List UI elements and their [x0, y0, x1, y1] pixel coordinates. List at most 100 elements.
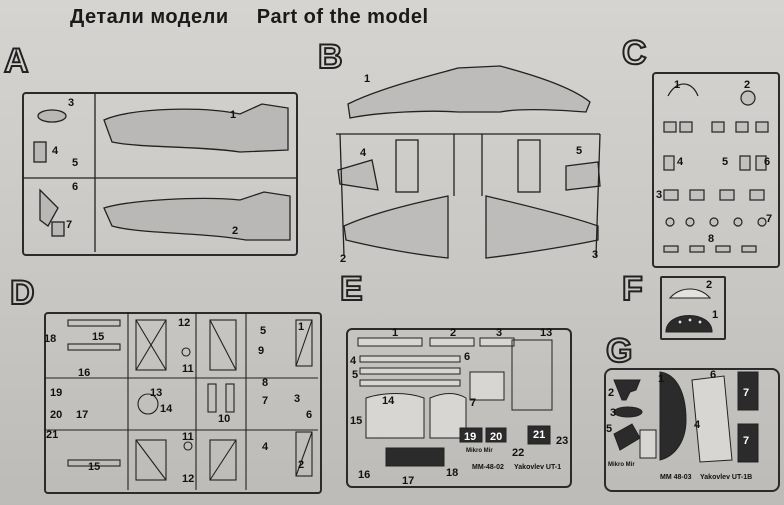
- sprue-e-part-label: 17: [402, 475, 415, 487]
- page-title: Детали модели Part of the model: [70, 6, 451, 29]
- sprue-g-part-label: 1: [658, 373, 665, 385]
- sprue-a-frame: [22, 92, 298, 256]
- sprue-d-part-label: 4: [262, 441, 269, 453]
- sprue-b-part-label: 4: [360, 147, 367, 159]
- title-english: Part of the model: [256, 6, 429, 28]
- sprue-c-part-label: 6: [764, 156, 771, 168]
- sprue-d-part-label: 12: [178, 317, 191, 329]
- sprue-c-part-label: 3: [656, 189, 663, 201]
- sprue-c-part-label: 7: [766, 213, 773, 225]
- sprue-letter-e: E: [339, 270, 364, 308]
- sprue-c-part-label: 2: [744, 79, 751, 91]
- sprue-e-part-label: 3: [496, 327, 503, 339]
- sprue-g-part-label: 7: [743, 435, 750, 447]
- sprue-letter-b: B: [317, 38, 344, 76]
- sprue-d-part-label: 5: [260, 325, 267, 337]
- sprue-b-part-label: 3: [592, 249, 599, 261]
- sprue-e-brand: Mikro Mir: [466, 448, 493, 454]
- sprue-d-part-label: 19: [50, 387, 63, 399]
- sprue-d-part-label: 8: [262, 377, 269, 389]
- sprue-c-part-label: 4: [677, 156, 684, 168]
- sprue-g-part-label: 7: [743, 387, 750, 399]
- sprue-e-name: Yakovlev UT-1: [514, 464, 562, 471]
- sprue-d-part-label: 14: [160, 403, 173, 415]
- sprue-e-part-label: 19: [464, 431, 477, 443]
- sprue-e-part-label: 5: [352, 369, 359, 381]
- sprue-f-frame: [660, 276, 726, 340]
- sprue-g-part-label: 5: [606, 423, 613, 435]
- sprue-d-part-label: 2: [298, 459, 305, 471]
- sprue-letter-a: A: [3, 42, 30, 80]
- sprue-a-part-label: 1: [230, 109, 237, 121]
- sprue-d-part-label: 18: [44, 333, 57, 345]
- sprue-e-part-label: 23: [556, 435, 569, 447]
- sprue-g-part-label: 4: [694, 419, 701, 431]
- sprue-d-frame: [44, 312, 322, 494]
- sprue-e-part-label: 16: [358, 469, 371, 481]
- sprue-d-part-label: 11: [182, 363, 194, 375]
- sprue-d-part-label: 11: [182, 431, 194, 443]
- sprue-a-part-label: 6: [72, 181, 79, 193]
- sprue-d-part-label: 3: [294, 393, 301, 405]
- sprue-e-part-label: 21: [533, 429, 546, 441]
- sprue-d-part-label: 15: [92, 331, 105, 343]
- sprue-a-part-label: 5: [72, 157, 79, 169]
- sprue-a-part-label: 2: [232, 225, 239, 237]
- sprue-f-part-label: 1: [712, 309, 719, 321]
- sprue-e-frame: [346, 328, 572, 488]
- sprue-a-part-label: 7: [66, 219, 73, 231]
- sprue-a-part-label: 3: [68, 97, 75, 109]
- sprue-a-part-label: 4: [52, 145, 59, 157]
- sprue-g-part-label: 3: [610, 407, 617, 419]
- sprue-d-part-label: 12: [182, 473, 195, 485]
- sprue-g-code: MM 48-03: [660, 474, 692, 481]
- sprue-g-part-label: 6: [710, 369, 717, 381]
- sprue-b-part-label: 5: [576, 145, 583, 157]
- sprue-d-part-label: 1: [298, 321, 305, 333]
- sprue-e-part-label: 18: [446, 467, 459, 479]
- sprue-g-frame: [604, 368, 780, 492]
- sprue-d-part-label: 6: [306, 409, 313, 421]
- sprue-d-part-label: 13: [150, 387, 163, 399]
- sprue-e-part-label: 20: [490, 431, 503, 443]
- sprue-d-part-label: 17: [76, 409, 89, 421]
- sprue-d-part-label: 21: [46, 429, 59, 441]
- sprue-g-name: Yakovlev UT-1B: [700, 474, 753, 481]
- sprue-g-brand: Mikro Mir: [608, 462, 635, 468]
- sprue-c-part-label: 5: [722, 156, 729, 168]
- sprue-d-part-label: 16: [78, 367, 91, 379]
- sprue-letter-c: C: [621, 34, 648, 72]
- sprue-d-part-label: 10: [218, 413, 231, 425]
- sprue-e-part-label: 22: [512, 447, 525, 459]
- sprue-letter-f: F: [621, 270, 644, 308]
- sprue-c-part-label: 8: [708, 233, 715, 245]
- sprue-e-code: MM-48-02: [472, 464, 504, 471]
- sprue-e-part-label: 13: [540, 327, 553, 339]
- sprue-e-part-label: 7: [470, 397, 477, 409]
- sprue-d-part-label: 15: [88, 461, 101, 473]
- sprue-e-part-label: 4: [350, 355, 357, 367]
- sprue-d-part-label: 9: [258, 345, 265, 357]
- sprue-c-frame: [652, 72, 780, 268]
- sprue-b-part-label: 2: [340, 253, 347, 265]
- sprue-b-part-label: 1: [364, 73, 371, 85]
- sprue-d-part-label: 20: [50, 409, 63, 421]
- sprue-c-part-label: 1: [674, 79, 681, 91]
- sprue-f-part-label: 2: [706, 279, 713, 291]
- sprue-e-part-label: 15: [350, 415, 363, 427]
- title-russian: Детали модели: [70, 6, 229, 28]
- sprue-e-part-label: 14: [382, 395, 395, 407]
- sprue-e-part-label: 6: [464, 351, 471, 363]
- sprue-g-part-label: 2: [608, 387, 615, 399]
- sprue-e-part-label: 1: [392, 327, 399, 339]
- sprue-letter-g: G: [605, 332, 633, 370]
- sprue-d-part-label: 7: [262, 395, 269, 407]
